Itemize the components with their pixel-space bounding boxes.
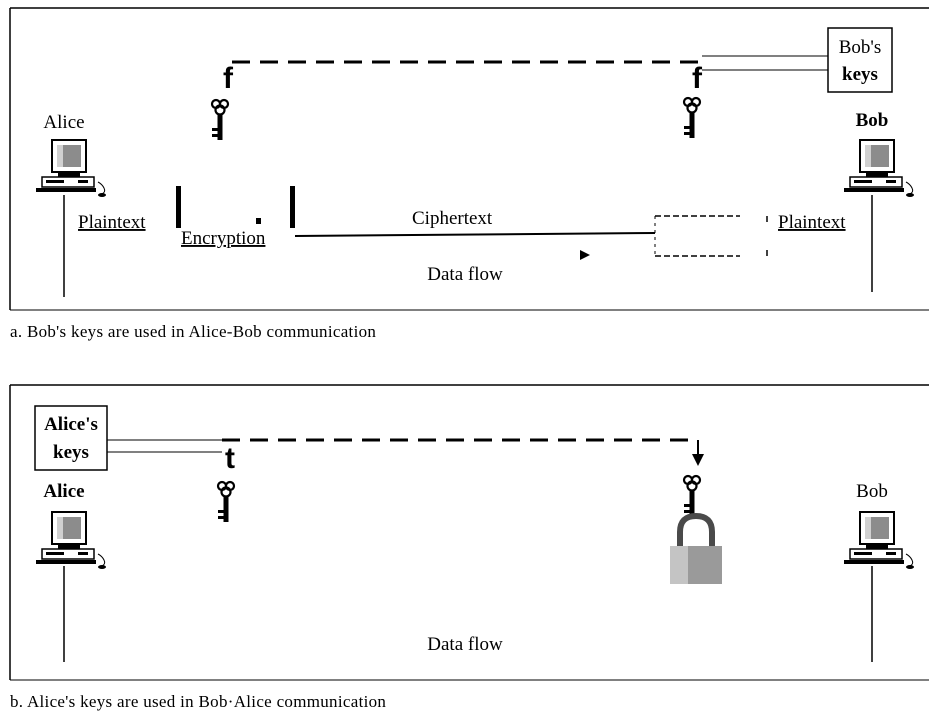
alices-keys-box <box>34 405 108 471</box>
key-icon <box>210 98 230 142</box>
alice-label: Alice <box>43 112 84 133</box>
data-flow-label-b: Data flow <box>427 634 503 655</box>
caption-a: a. Bob's keys are used in Alice-Bob comm… <box>10 322 376 341</box>
key-icon <box>682 474 702 518</box>
encryption-label: Encryption <box>181 228 266 249</box>
caption-b: b. Alice's keys are used in Bob·Alice co… <box>10 692 386 711</box>
letter-f-right: f <box>692 62 703 95</box>
plaintext-right-label: Plaintext <box>778 212 846 233</box>
arrow-right-icon <box>580 250 590 260</box>
panel-b: Alice's keys t Alice Bob Data flow <box>9 384 929 681</box>
alices-keys-line1: Alice's <box>44 414 98 435</box>
plaintext-left-label: Plaintext <box>78 212 146 233</box>
computer-icon <box>35 139 107 198</box>
alices-keys-line2: keys <box>53 442 89 463</box>
alice-label: Alice <box>43 481 84 502</box>
bobs-keys-line1: Bob's <box>839 37 882 58</box>
letter-f-left: f <box>223 62 234 95</box>
bobs-keys-box <box>827 27 893 93</box>
bobs-keys-line2: keys <box>842 64 878 85</box>
data-flow-label-a: Data flow <box>427 264 503 285</box>
panel-a: Bob's keys f f Alice Bob Plaintext Plain… <box>9 7 929 311</box>
computer-icon <box>843 139 915 198</box>
computer-icon <box>35 511 107 570</box>
bob-label: Bob <box>856 481 888 502</box>
key-icon <box>216 480 236 524</box>
ciphertext-label: Ciphertext <box>412 208 493 229</box>
computer-icon <box>843 511 915 570</box>
letter-t: t <box>225 442 235 475</box>
padlock-icon <box>670 512 722 584</box>
bob-label: Bob <box>856 110 889 131</box>
key-icon <box>682 96 702 140</box>
arrow-down-icon <box>692 454 704 466</box>
